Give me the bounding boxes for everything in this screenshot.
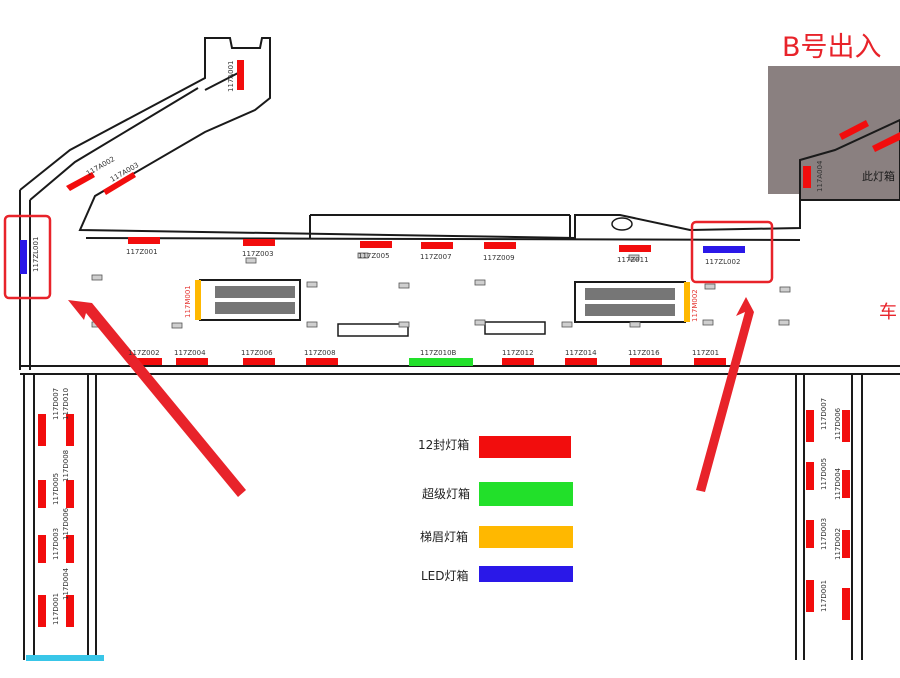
label-z018: 117Z01 bbox=[692, 349, 719, 357]
legend-swatch-orange bbox=[479, 526, 573, 548]
label-z002: 117Z002 bbox=[128, 349, 160, 357]
label-z001: 117Z001 bbox=[126, 248, 158, 256]
label-z009: 117Z009 bbox=[483, 254, 515, 262]
label-d004: 117D004 bbox=[62, 567, 70, 600]
escalator-right bbox=[574, 281, 686, 323]
label-d010: 117D010 bbox=[62, 388, 70, 420]
label-d006: 117D006 bbox=[62, 507, 70, 540]
legend-label-orange: 梯眉灯箱 bbox=[420, 529, 468, 544]
label-z008: 117Z008 bbox=[304, 349, 336, 357]
label-z003: 117Z003 bbox=[242, 250, 274, 258]
oval-marker bbox=[611, 217, 633, 231]
label-d008: 117D008 bbox=[62, 450, 70, 482]
legend-label-green: 超级灯箱 bbox=[422, 486, 470, 501]
gate-row-left bbox=[337, 323, 409, 337]
building-inner-edge bbox=[799, 118, 900, 201]
label-z016: 117Z016 bbox=[628, 349, 660, 357]
label-z006: 117Z006 bbox=[241, 349, 273, 357]
side-label: 车 bbox=[879, 302, 897, 323]
corridor-walls bbox=[19, 37, 900, 375]
label-e006: 117D006 bbox=[834, 407, 842, 440]
exit-title: B号出入 bbox=[782, 32, 882, 63]
label-e007: 117D007 bbox=[820, 398, 828, 430]
left-stairwell-floor bbox=[26, 655, 104, 661]
label-e005: 117D005 bbox=[820, 458, 828, 490]
orange-lightbox-right bbox=[684, 282, 690, 322]
label-a001: 117A001 bbox=[227, 60, 235, 92]
left-stairwell bbox=[23, 374, 97, 660]
label-m001: 117M001 bbox=[184, 285, 192, 318]
label-d005: 117D005 bbox=[52, 473, 60, 505]
legend-swatch-red bbox=[479, 436, 571, 458]
green-lightbox bbox=[409, 358, 473, 366]
label-e004: 117D004 bbox=[834, 467, 842, 500]
callout-box-left bbox=[3, 214, 52, 300]
gate-row-right bbox=[484, 321, 546, 335]
orange-lightbox-left bbox=[195, 280, 201, 320]
label-z007: 117Z007 bbox=[420, 253, 452, 261]
annotation-label: 此灯箱 bbox=[862, 169, 895, 183]
label-z010b: 117Z010B bbox=[420, 349, 457, 357]
label-l002: 117ZL002 bbox=[705, 258, 740, 266]
label-z004: 117Z004 bbox=[174, 349, 206, 357]
legend-swatch-blue bbox=[479, 566, 573, 582]
callout-box-right bbox=[690, 220, 774, 284]
label-d001: 117D001 bbox=[52, 593, 60, 625]
label-d007: 117D007 bbox=[52, 388, 60, 420]
red-lightboxes bbox=[38, 60, 900, 627]
label-z012: 117Z012 bbox=[502, 349, 534, 357]
label-e003: 117D003 bbox=[820, 518, 828, 550]
label-m002: 117M002 bbox=[691, 289, 699, 322]
legend-label-blue: LED灯箱 bbox=[421, 568, 469, 583]
label-z014: 117Z014 bbox=[565, 349, 597, 357]
label-l001: 117ZL001 bbox=[32, 237, 40, 272]
arrow-left bbox=[68, 300, 246, 497]
blue-lightbox-right bbox=[703, 246, 745, 253]
legend-label-red: 12封灯箱 bbox=[418, 437, 469, 452]
label-d003: 117D003 bbox=[52, 528, 60, 560]
arrow-right bbox=[696, 297, 754, 492]
label-e001: 117D001 bbox=[820, 580, 828, 612]
label-a004: 117A004 bbox=[816, 160, 824, 192]
blue-lightbox-left bbox=[20, 240, 27, 274]
label-z011: 117Z011 bbox=[617, 256, 649, 264]
escalator-left bbox=[199, 279, 301, 321]
legend-swatch-green bbox=[479, 482, 573, 506]
right-stairwell bbox=[795, 374, 863, 660]
legend: 12封灯箱 超级灯箱 梯眉灯箱 LED灯箱 bbox=[418, 436, 573, 583]
label-z005: 117Z005 bbox=[358, 252, 390, 260]
label-e002: 117D002 bbox=[834, 528, 842, 560]
